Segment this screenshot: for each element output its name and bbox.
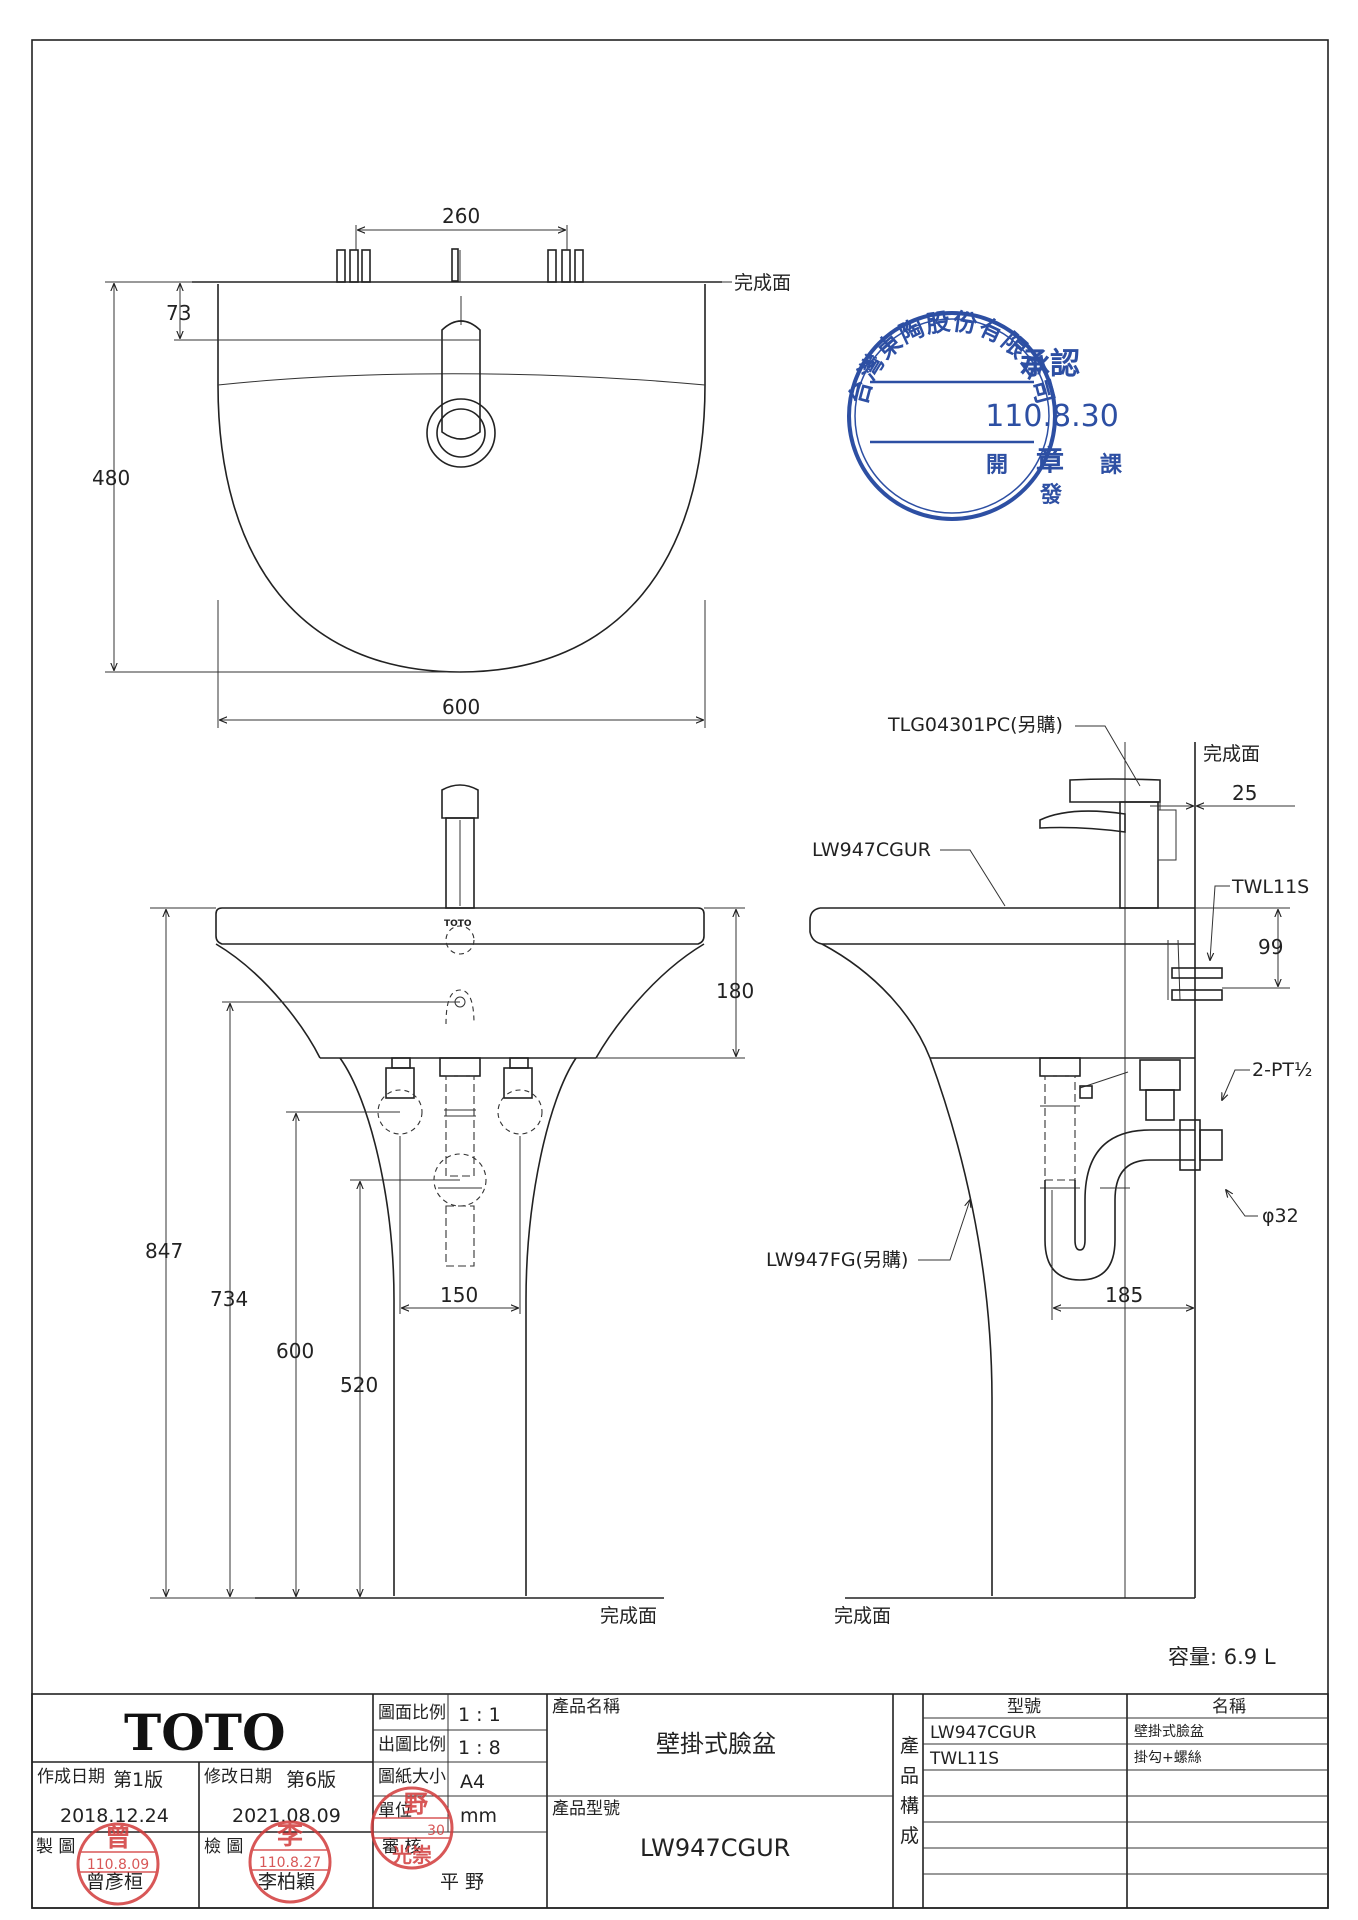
front-view: TOTO 847 734 [145, 784, 754, 1627]
revised-version: 第6版 [286, 1769, 336, 1791]
stamp-dept-left: 開 [986, 453, 1008, 478]
finish-surface-label-wall: 完成面 [1203, 743, 1260, 765]
faucet-top [336, 248, 584, 468]
composition-char-3: 構 [900, 1795, 919, 1817]
dim-99: 99 [1258, 935, 1283, 959]
checker-name: 李柏穎 [258, 1871, 315, 1893]
stamp-approve: 承認 [1020, 347, 1080, 382]
callout-basin: LW947CGUR [812, 839, 931, 861]
title-block: TOTO 作成日期 第1版 2018.12.24 修改日期 第6版 2021.0… [31, 1693, 1329, 1909]
finish-surface-label-top: 完成面 [734, 272, 791, 294]
dim-480: 480 [92, 466, 130, 490]
checker-stamp-name: 李 [276, 1821, 304, 1851]
side-view: 完成面 [766, 714, 1312, 1627]
callout-faucet: TLG04301PC(另購) [887, 714, 1063, 736]
dim-180: 180 [716, 979, 754, 1003]
supply-valves [377, 1057, 543, 1135]
wall-bracket [1167, 939, 1223, 1001]
scale-value: 1 : 1 [458, 1704, 501, 1726]
print-scale-label: 出圖比例 [378, 1735, 446, 1755]
dim-847: 847 [145, 1239, 183, 1263]
dim-734: 734 [210, 1287, 248, 1311]
revised-date: 2021.08.09 [232, 1805, 341, 1827]
front-emblem: TOTO [444, 919, 472, 929]
row-1-model: LW947CGUR [930, 1723, 1037, 1743]
print-scale-value: 1 : 8 [458, 1737, 501, 1759]
finish-surface-label-side: 完成面 [834, 1605, 891, 1627]
unit-value: mm [460, 1805, 497, 1827]
reviewer-stamp-date: 30 [427, 1823, 445, 1839]
revised-label: 修改日期 [204, 1767, 272, 1787]
maker-name: 曾彥桓 [86, 1871, 143, 1893]
brand-logo: TOTO [124, 1703, 286, 1762]
dim-185: 185 [1105, 1283, 1143, 1307]
composition-char-2: 品 [900, 1765, 919, 1787]
paper-size-label: 圖紙大小 [378, 1767, 446, 1787]
top-view: 完成面 260 73 480 [92, 204, 791, 728]
composition-char-4: 成 [900, 1825, 919, 1847]
finish-surface-label-front: 完成面 [600, 1605, 657, 1627]
product-name: 壁掛式臉盆 [656, 1730, 776, 1758]
col-model-header: 型號 [1007, 1697, 1041, 1717]
callout-bracket: TWL11S [1231, 876, 1309, 898]
stamp-seal: 章 [1036, 444, 1064, 477]
composition-char-1: 產 [900, 1735, 919, 1757]
maker-stamp-date: 110.8.09 [87, 1857, 149, 1873]
callout-pipe: 2-PT½ [1252, 1059, 1312, 1081]
dim-260: 260 [442, 204, 480, 228]
dim-150: 150 [440, 1283, 478, 1307]
paper-size-value: A4 [460, 1771, 485, 1793]
review-label: 審 核 [382, 1837, 421, 1857]
callout-drain: φ32 [1262, 1205, 1299, 1227]
checker-label: 檢 圖 [204, 1837, 243, 1857]
sheet-border [31, 39, 1329, 1909]
dim-25: 25 [1232, 781, 1257, 805]
approval-stamp: 台灣東陶股份有限公司 承認 110.8.30 章 開 發 課 [844, 307, 1123, 521]
reviewer-stamp-bottom: 光崇 [391, 1843, 432, 1867]
row-2-name: 掛勾+螺絲 [1134, 1750, 1202, 1766]
maker-label: 製 圖 [36, 1837, 75, 1857]
dim-600-front: 600 [276, 1339, 314, 1363]
capacity-label: 容量: 6.9 L [1168, 1645, 1276, 1669]
reviewer-stamp: 野 30 光崇 [370, 1786, 454, 1870]
review-name: 平 野 [440, 1871, 484, 1893]
created-date: 2018.12.24 [60, 1805, 169, 1827]
checker-stamp: 李 110.8.27 [248, 1820, 332, 1904]
drain-side [1039, 1057, 1223, 1281]
product-model-label: 產品型號 [552, 1799, 620, 1819]
maker-stamp-name: 曾 [105, 1822, 131, 1853]
unit-label: 單位 [378, 1801, 412, 1821]
col-name-header: 名稱 [1212, 1697, 1246, 1717]
reviewer-stamp-name: 野 [404, 1790, 428, 1818]
row-2-model: TWL11S [929, 1749, 999, 1769]
callout-pedestal: LW947FG(另購) [766, 1249, 908, 1271]
product-model: LW947CGUR [640, 1834, 790, 1862]
dim-600-top: 600 [442, 695, 480, 719]
created-version: 第1版 [113, 1769, 163, 1791]
checker-stamp-date: 110.8.27 [259, 1855, 321, 1871]
dim-520: 520 [340, 1373, 378, 1397]
stamp-date: 110.8.30 [985, 399, 1119, 434]
row-1-name: 壁掛式臉盆 [1134, 1724, 1204, 1740]
maker-stamp: 曾 110.8.09 [76, 1822, 160, 1906]
scale-label: 圖面比例 [378, 1703, 446, 1723]
dim-73: 73 [166, 301, 191, 325]
stamp-dept-center: 發 [1039, 483, 1062, 508]
created-label: 作成日期 [37, 1767, 105, 1787]
faucet-front [441, 784, 479, 909]
stamp-dept-right: 課 [1100, 452, 1123, 478]
faucet-side [1039, 778, 1177, 909]
product-name-label: 產品名稱 [552, 1697, 620, 1717]
drain-trap-front [433, 1057, 487, 1267]
